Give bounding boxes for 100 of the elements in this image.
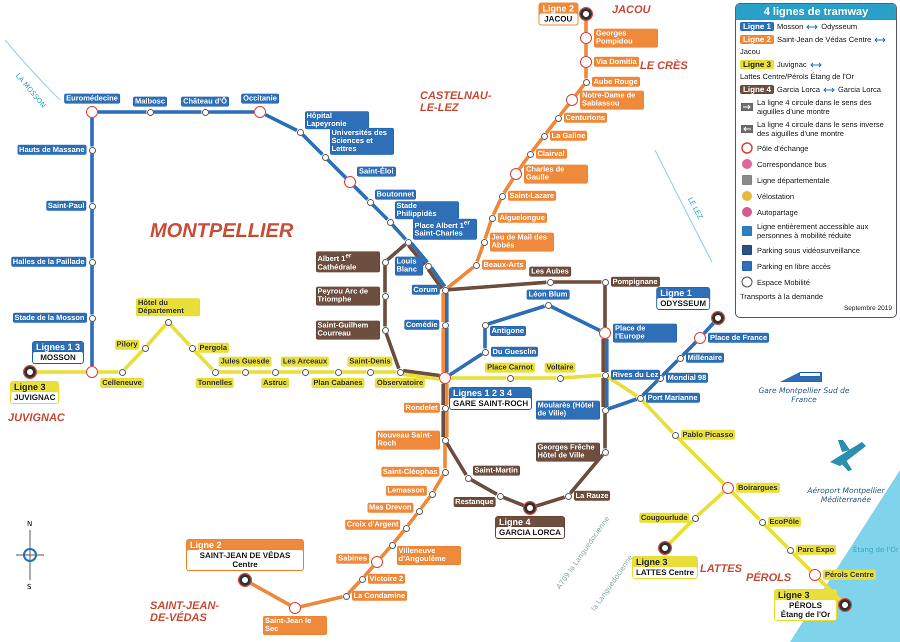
station-dot [212,368,218,376]
tram-line [603,414,607,448]
tram-line [301,133,324,156]
station-dot [382,326,388,334]
tram-line [608,397,638,411]
station-dot [554,114,562,122]
interchange-ring [580,32,592,44]
station-dot [146,108,154,116]
line-label: Ligne 3 [634,557,668,567]
terminus-name: ODYSSEUM [657,298,709,309]
station-dot [544,302,552,308]
terminus-dot [712,312,724,324]
tram-line [441,384,445,405]
tram-line [406,512,418,526]
tram-line [123,349,144,371]
tram-line [278,370,302,374]
station-dot [564,492,572,500]
station-dot [472,262,480,268]
interchange-ring [510,168,522,180]
interchange-ring [344,176,356,188]
line-label: Ligne 2 [541,4,575,14]
interchange-ring [599,327,611,339]
tram-line [193,349,214,371]
tram-line [681,340,698,357]
terminus-name: LATTES Centre [632,567,698,578]
terminus-dot [659,542,671,554]
interchange-ring [371,556,383,568]
city-name: MONTPELLIER [150,220,294,243]
station-dot [402,524,410,532]
tram-line [518,156,530,170]
tram-line [430,266,446,288]
tram-line [249,581,291,607]
station-dot [672,432,678,438]
station-dot [482,348,488,356]
line-label: Ligne 4 [498,517,532,527]
tram-line [451,376,506,380]
station-dot [482,322,488,328]
tram-line [763,523,789,549]
tram-line [347,580,361,595]
tram-line [470,478,498,496]
tram-line [264,113,298,132]
tram-line [544,120,558,134]
tram-line [550,304,600,332]
tram-line [514,376,556,380]
station-dot [118,368,126,376]
tram-line [420,496,432,510]
tram-line [90,266,94,314]
tram-line [352,184,369,201]
station-dot [382,258,388,266]
station-dot [296,128,304,136]
station-dot [164,318,172,326]
tram-line [488,304,546,326]
tram-line [584,68,588,78]
station-dot [382,292,388,300]
tram-line [502,496,526,508]
interchange-ring [580,56,592,68]
station-dot [496,492,504,500]
line-label: Ligne 3 [13,382,47,392]
station-dot [88,314,96,322]
tram-line [402,368,440,378]
tram-line [90,118,94,146]
tram-line [380,546,392,559]
line-badge: Ligne 3 [740,60,774,69]
station-dot [334,368,342,376]
city-name: SAINT-JEAN-DE-VÉDAS [150,600,220,624]
terminus-dot [24,366,36,378]
station-dot [428,490,436,498]
tram-line [432,474,445,492]
city-name: JUVIGNAC [8,412,65,424]
tram-line [445,411,449,437]
tram-line [603,286,607,327]
tram-line [554,280,602,284]
tram-line [98,370,118,374]
terminus-name: GARE SAINT-ROCH [450,398,532,409]
tram-line [374,370,396,374]
interchange-ring [86,366,98,378]
station-dot [358,576,366,582]
station-dot [302,368,308,376]
tram-line [208,110,254,114]
tram-line [730,490,761,521]
tram-line [154,110,202,114]
station-dot [342,592,350,600]
station-dot [88,202,96,210]
line-label: Lignes 1 2 3 4 [452,388,514,398]
tram-line [445,384,449,405]
station-dot [786,546,794,554]
tram-line [371,203,389,221]
station-dot [582,78,590,86]
interchange-ring [809,569,821,581]
station-dot [404,238,412,246]
terminus-name: GARCIA LORCA [496,527,564,538]
station-dot [488,214,496,222]
tram-line [574,84,586,96]
interchange-ring [86,106,98,118]
tram-line [502,178,514,194]
tram-line [535,495,566,508]
city-name: PÉROLS [746,572,792,584]
station-dot [416,508,422,514]
city-name: CASTELNAU-LE-LEZ [420,90,492,114]
tram-line [568,454,604,494]
